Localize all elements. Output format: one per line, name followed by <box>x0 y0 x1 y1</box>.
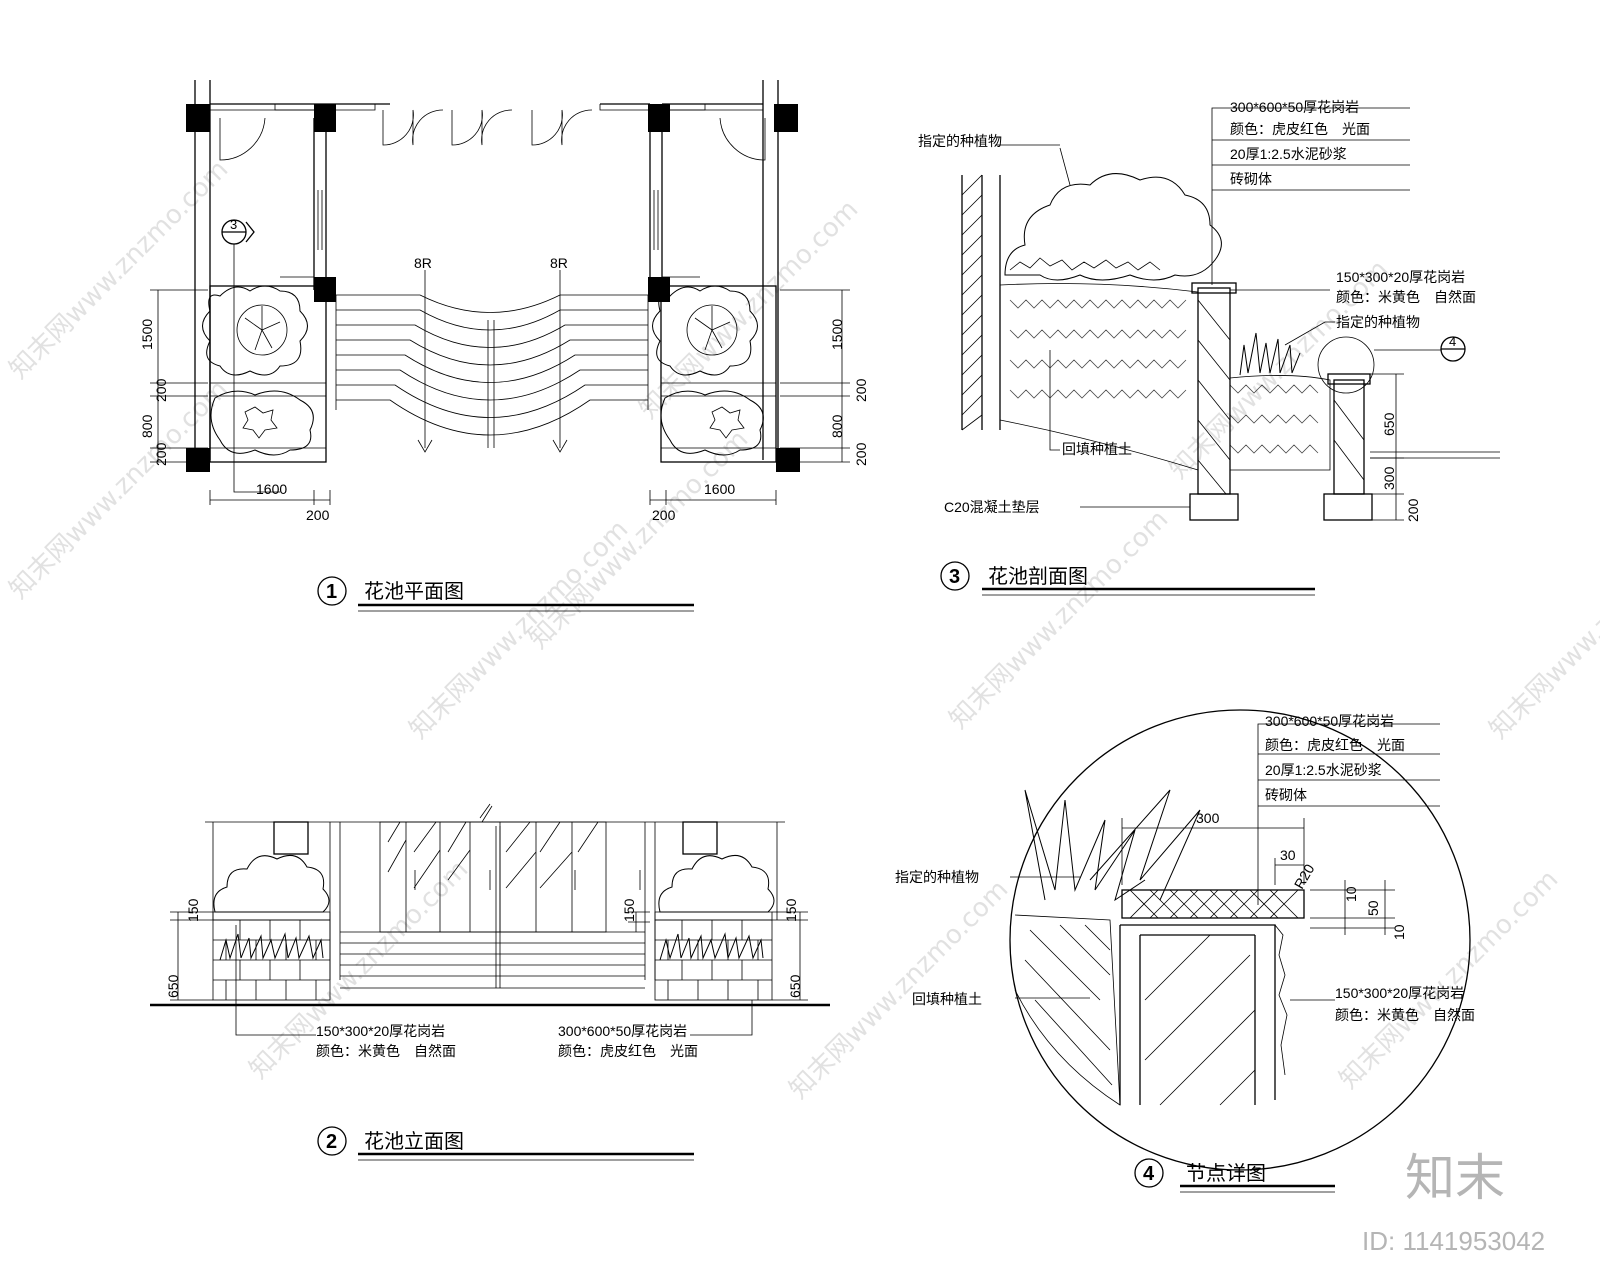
detail-plant: 指定的种植物 <box>895 869 979 885</box>
elevation-label-right-line2: 颜色：虎皮红色 光面 <box>558 1043 698 1059</box>
detail-top-label-3: 20厚1:2.5水泥砂浆 <box>1265 762 1382 778</box>
detail-drawing: 300*600*50厚花岗岩 颜色：虎皮红色 光面 20厚1:2.5水泥砂浆 砖… <box>895 709 1475 1193</box>
watermark-text: 知末网www.znzmo.com <box>404 514 635 745</box>
watermark-text: 知末网www.znzmo.com <box>634 194 865 425</box>
plan-dim-200-bottom-left: 200 <box>306 507 330 523</box>
watermark-text: 知末网www.znzmo.com <box>4 374 235 605</box>
plan-title: 花池平面图 <box>364 579 464 603</box>
detail-dim-30: 30 <box>1280 847 1296 863</box>
plan-title-number: 1 <box>326 581 337 603</box>
detail-top-label-4: 砖砌体 <box>1265 787 1307 803</box>
plan-dim-1600-left: 1600 <box>256 481 287 497</box>
detail-title-number: 4 <box>1143 1163 1155 1185</box>
section-top-label-4: 砖砌体 <box>1230 171 1272 187</box>
detail-right-label-2: 颜色：米黄色 自然面 <box>1335 1007 1475 1023</box>
elevation-dim-150-right: 150 <box>783 898 799 922</box>
watermark-text: 知末网www.znzmo.com <box>4 154 235 385</box>
section-concrete: C20混凝土垫层 <box>944 499 1040 515</box>
elevation-dim-650-left: 650 <box>165 974 181 998</box>
section-right-label-2: 颜色：米黄色 自然面 <box>1336 289 1476 305</box>
watermark-text: 知末网www.znzmo.com <box>524 424 755 655</box>
plan-dim-200-left-b: 200 <box>153 442 169 466</box>
detail-title: 节点详图 <box>1186 1161 1266 1185</box>
section-right-label-1: 150*300*20厚花岗岩 <box>1336 269 1465 285</box>
plan-dim-1600-right: 1600 <box>704 481 735 497</box>
section-dim-300: 300 <box>1381 466 1397 490</box>
detail-dim-r20: R20 <box>1291 861 1318 891</box>
detail-top-label-1: 300*600*50厚花岗岩 <box>1265 713 1394 729</box>
section-title: 花池剖面图 <box>988 564 1088 588</box>
section-top-label-1: 300*600*50厚花岗岩 <box>1230 99 1359 115</box>
watermark-text: 知末网www.znzmo.com <box>1334 864 1565 1095</box>
plan-steps-right: 8R <box>550 255 568 271</box>
section-dim-650: 650 <box>1381 412 1397 436</box>
watermark-brand: 知末 <box>1405 1149 1505 1207</box>
detail-right-label-1: 150*300*20厚花岗岩 <box>1335 985 1464 1001</box>
detail-fill-soil: 回填种植土 <box>912 991 982 1007</box>
watermark-text: 知末网www.znzmo.com <box>1484 514 1600 745</box>
plan-dim-800-right: 800 <box>829 414 845 438</box>
detail-dim-10a: 10 <box>1343 886 1359 902</box>
elevation-title-number: 2 <box>326 1131 337 1153</box>
elevation-dim-150-mid: 150 <box>621 898 637 922</box>
plan-dim-200-bottom-right: 200 <box>652 507 676 523</box>
watermark-text: 知末网www.znzmo.com <box>784 874 1015 1105</box>
plan-drawing: 8R 8R 3 1500 200 800 200 1500 200 800 20… <box>139 80 869 612</box>
elevation-label-left-line2: 颜色：米黄色 自然面 <box>316 1043 456 1059</box>
section-top-label-3: 20厚1:2.5水泥砂浆 <box>1230 146 1347 162</box>
section-top-label-2: 颜色：虎皮红色 光面 <box>1230 121 1370 137</box>
detail-dim-300: 300 <box>1196 810 1220 826</box>
plan-dim-200-right-a: 200 <box>853 378 869 402</box>
plan-dim-1500-left: 1500 <box>139 319 155 350</box>
detail-top-label-2: 颜色：虎皮红色 光面 <box>1265 737 1405 753</box>
elevation-label-left-line1: 150*300*20厚花岗岩 <box>316 1023 445 1039</box>
section-dim-200: 200 <box>1405 498 1421 522</box>
plan-section-marker-top: 3 <box>230 217 237 232</box>
watermark-id: ID: 1141953042 <box>1362 1226 1545 1256</box>
plan-dim-1500-right: 1500 <box>829 319 845 350</box>
elevation-dim-150-left: 150 <box>185 898 201 922</box>
plan-dim-800-left: 800 <box>139 414 155 438</box>
section-plant-left: 指定的种植物 <box>918 133 1002 149</box>
elevation-title: 花池立面图 <box>364 1129 464 1153</box>
elevation-dim-650-right: 650 <box>787 974 803 998</box>
section-detail-marker-top: 4 <box>1449 334 1456 349</box>
section-drawing: 4 300*600*50厚花岗岩 颜色：虎皮红色 光面 20厚1:2.5水泥砂浆… <box>918 99 1500 596</box>
elevation-label-right-line1: 300*600*50厚花岗岩 <box>558 1023 687 1039</box>
section-title-number: 3 <box>949 566 960 588</box>
watermark-text: 知末网www.znzmo.com <box>944 504 1175 735</box>
detail-dim-10b: 10 <box>1391 924 1407 940</box>
plan-dim-200-right-b: 200 <box>853 442 869 466</box>
section-fill-soil: 回填种植土 <box>1062 441 1132 457</box>
plan-dim-200-left-a: 200 <box>153 378 169 402</box>
section-plant-right: 指定的种植物 <box>1336 314 1420 330</box>
elevation-drawing: 150 650 150 150 650 150*300*20厚花岗岩 颜色：米黄… <box>150 803 830 1161</box>
detail-dim-50: 50 <box>1365 900 1381 916</box>
plan-steps-left: 8R <box>414 255 432 271</box>
